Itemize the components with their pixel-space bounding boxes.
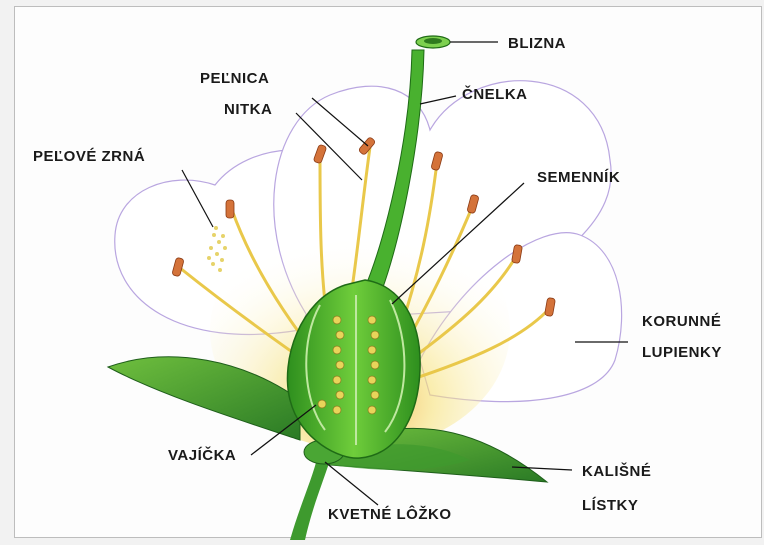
stem [290, 455, 330, 540]
label-blizna: BLIZNA [508, 35, 566, 52]
label-pelove-zrna: PEĽOVÉ ZRNÁ [33, 148, 145, 165]
label-lupienky: LUPIENKY [642, 344, 722, 361]
stigma-center [424, 38, 442, 44]
label-listky: LÍSTKY [582, 497, 638, 514]
label-semennik: SEMENNÍK [537, 169, 620, 186]
label-nitka: NITKA [224, 101, 272, 118]
label-korunne: KORUNNÉ [642, 313, 721, 330]
label-vajicka: VAJÍČKA [168, 447, 236, 464]
label-pelnica: PEĽNICA [200, 70, 269, 87]
label-cnelka: ČNELKA [462, 86, 528, 103]
label-kvetne-lozko: KVETNÉ LÔŽKO [328, 506, 452, 523]
label-kalisne: KALIŠNÉ [582, 463, 651, 480]
